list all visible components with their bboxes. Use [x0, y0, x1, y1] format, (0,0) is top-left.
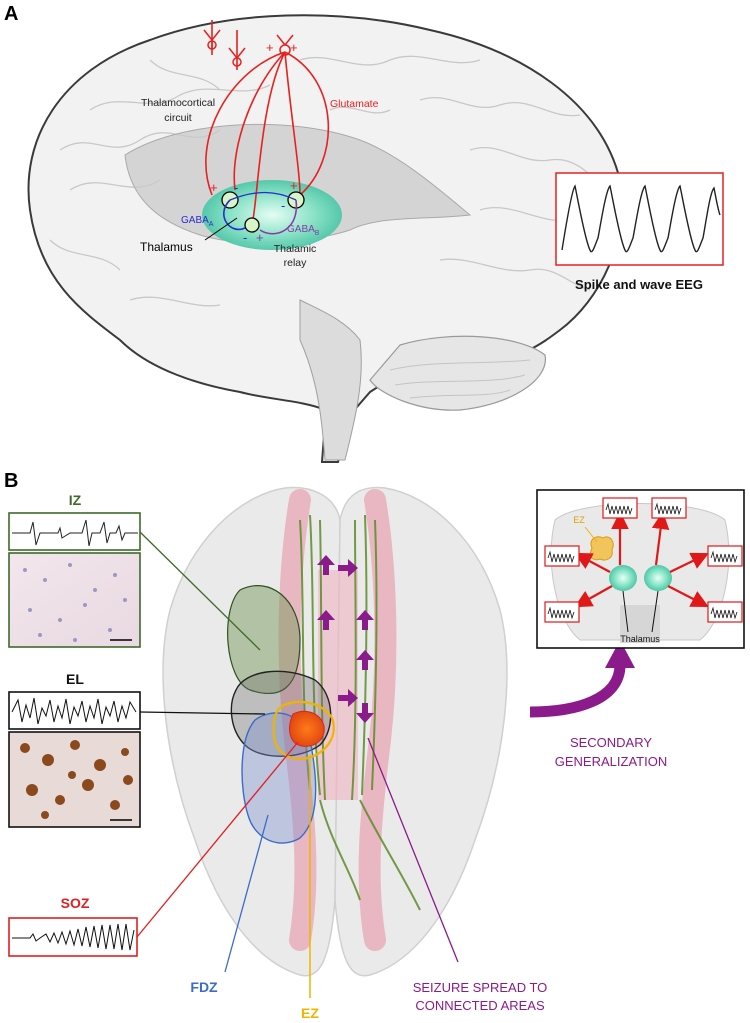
thalamus-pointer: [204, 217, 238, 241]
gaba-a-label: GABAA: [181, 215, 214, 228]
el-label: EL: [66, 671, 84, 687]
soz-eeg-box: [8, 917, 138, 957]
plus-sign: +: [210, 180, 218, 195]
panel-b-letter: B: [4, 470, 18, 492]
brain-gyri: [49, 55, 606, 307]
plus-sign: +: [256, 230, 264, 245]
inset-arrows: [574, 511, 709, 608]
gaba-b-path: [259, 199, 298, 235]
fdz-label: FDZ: [190, 979, 218, 995]
iz-zone: [227, 585, 301, 694]
minus-sign: -: [234, 180, 238, 195]
glutamate-label: Glutamate: [330, 98, 379, 110]
soz-pointer: [136, 741, 299, 938]
el-eeg-trace: [11, 697, 137, 725]
minus-sign: -: [281, 198, 285, 213]
relay-path: [229, 191, 297, 201]
spread-label-2: CONNECTED AREAS: [415, 998, 545, 1013]
el-pointer: [139, 711, 266, 715]
plus-sign: +: [290, 40, 298, 55]
mini-eeg-box: [544, 601, 580, 623]
thalamus-region: [202, 180, 342, 250]
circuit-label: circuit: [164, 112, 192, 124]
soz-label: SOZ: [61, 895, 90, 911]
thalamus-label: Thalamus: [140, 240, 193, 254]
spread-arrow: [338, 689, 358, 707]
soz-zone: [289, 710, 325, 747]
inset-thalamus-label: Thalamus: [620, 634, 660, 644]
inset-ez-pointer: [584, 526, 598, 543]
spread-arrows: [317, 555, 374, 723]
thalamic-label: Thalamic: [274, 243, 317, 255]
thalamocortical-label: Thalamocortical: [141, 97, 215, 109]
spread-pointer: [367, 737, 459, 963]
inset-ez-label: EZ: [573, 515, 585, 525]
iz-pointer: [139, 531, 261, 651]
spread-arrow: [317, 555, 335, 575]
gaba-a-path: [223, 199, 246, 231]
mini-eeg-box: [651, 497, 687, 519]
spread-arrow: [317, 610, 335, 630]
inset-thalamus-left: [609, 565, 637, 591]
generalization-arrowhead: [605, 640, 635, 668]
cerebellum: [369, 335, 546, 411]
iz-eeg-trace: [12, 519, 138, 547]
relay-label: relay: [284, 257, 308, 269]
fiber-bundles: [299, 514, 421, 911]
generalization-label: GENERALIZATION: [555, 754, 667, 769]
spread-arrow: [338, 559, 358, 577]
panel-a-letter: A: [4, 3, 18, 25]
fdz-pointer: [224, 814, 269, 973]
minus-sign: -: [243, 230, 247, 245]
eeg-caption: Spike and wave EEG: [575, 277, 703, 292]
thalamocortical-circuit: [205, 20, 330, 226]
inset-eeg-boxes: [544, 497, 743, 623]
iz-label: IZ: [69, 492, 82, 508]
inset-thalamus-right: [644, 565, 672, 591]
spread-arrow: [356, 650, 374, 670]
spread-arrow: [356, 610, 374, 630]
soz-eeg-trace: [12, 923, 135, 951]
iz-cells: [23, 563, 127, 642]
plus-sign: +: [266, 40, 274, 55]
spike-wave-trace: [561, 184, 721, 253]
panel-b: B: [4, 470, 745, 1021]
ez-label: EZ: [301, 1005, 319, 1021]
corpus-callosum: [318, 570, 358, 800]
gaba-b-label: GABAB: [287, 224, 320, 237]
mini-eeg-box: [707, 601, 743, 623]
generalization-arrow: [529, 664, 626, 718]
el-cells: [20, 740, 133, 819]
spread-arrow: [356, 703, 374, 723]
mini-eeg-box: [707, 545, 743, 567]
inset-thalamus-pointer: [651, 590, 659, 633]
inset-eeg-traces: [547, 502, 738, 620]
el-eeg-box: [8, 691, 141, 730]
secondary-label: SECONDARY: [570, 735, 652, 750]
panel-a: A: [4, 3, 724, 463]
plus-sign: +: [290, 178, 298, 193]
iz-histology-image: [8, 552, 141, 648]
inset-ez: [590, 536, 614, 561]
ez-zone: [272, 700, 335, 760]
brainstem: [299, 299, 362, 461]
inset-thalamus-pointer: [622, 590, 629, 633]
mini-eeg-box: [602, 497, 638, 519]
mini-eeg-box: [544, 545, 580, 567]
spread-label-1: SEIZURE SPREAD TO: [413, 980, 548, 995]
pyramidal-neurons: [203, 29, 294, 67]
pink-tract-right: [358, 489, 397, 951]
